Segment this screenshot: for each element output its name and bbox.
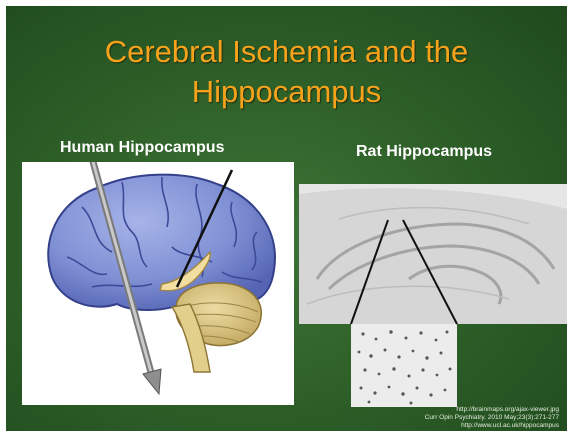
credit-line-1: http://brainmaps.org/ajax-viewer.jpg <box>425 406 559 414</box>
credit-line-2: Curr Opin Psychiatry. 2010 May;23(3):271… <box>425 414 559 422</box>
slide: Cerebral Ischemia and the Hippocampus Hu… <box>6 6 567 431</box>
source-credit: http://brainmaps.org/ajax-viewer.jpg Cur… <box>425 406 559 430</box>
zoom-connector-lines <box>6 6 567 431</box>
credit-line-3: http://www.ucl.ac.uk/hippocampus <box>425 422 559 430</box>
